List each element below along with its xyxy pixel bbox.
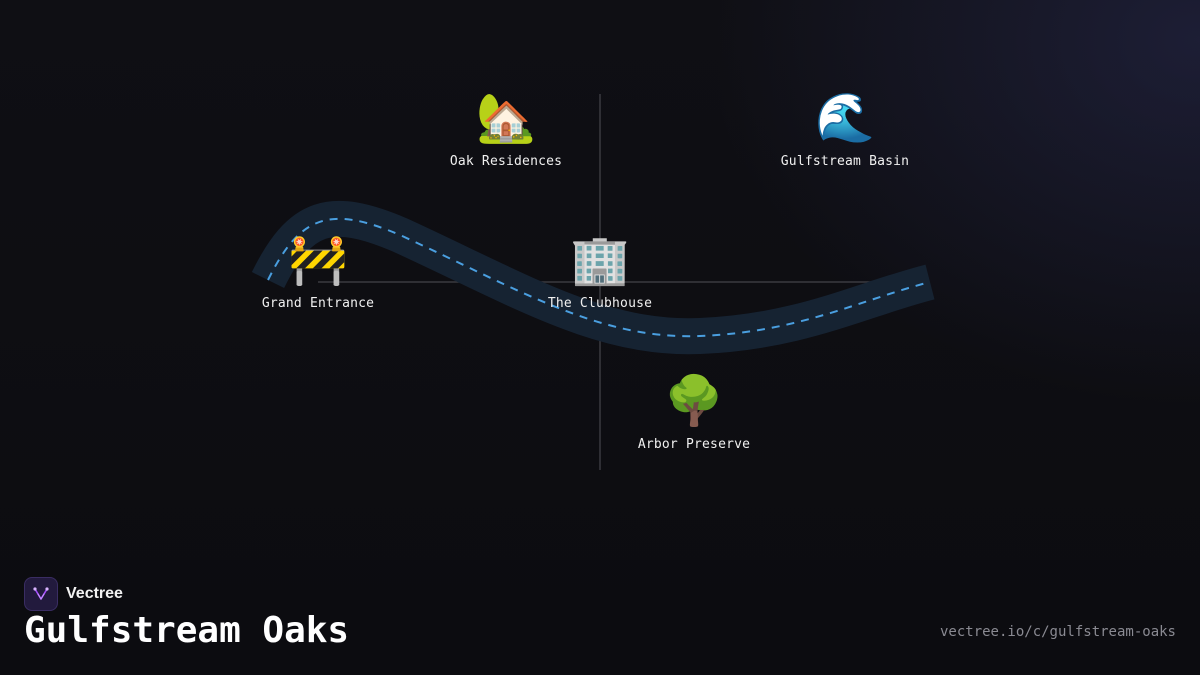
- poi-oak-residences[interactable]: 🏡 Oak Residences: [406, 90, 606, 169]
- water-wave-icon: 🌊: [815, 90, 875, 146]
- road-centerline: [267, 217, 931, 338]
- house-with-garden-icon: 🏡: [476, 90, 536, 146]
- office-building-icon: 🏢: [570, 232, 630, 288]
- construction-barrier-icon: 🚧: [288, 232, 348, 288]
- poi-label: The Clubhouse: [547, 296, 653, 311]
- vectree-logo-icon: [24, 577, 58, 611]
- deciduous-tree-icon: 🌳: [664, 373, 724, 429]
- poi-label: Grand Entrance: [261, 296, 375, 311]
- brand-name: Vectree: [66, 585, 123, 602]
- poi-the-clubhouse[interactable]: 🏢 The Clubhouse: [500, 232, 700, 311]
- poi-label: Oak Residences: [449, 154, 563, 169]
- page-title: Gulfstream Oaks: [24, 610, 350, 651]
- poi-gulfstream-basin[interactable]: 🌊 Gulfstream Basin: [745, 90, 945, 169]
- poi-label: Arbor Preserve: [637, 437, 751, 452]
- poi-label: Gulfstream Basin: [780, 154, 910, 169]
- brand[interactable]: Vectree: [24, 577, 123, 611]
- poi-arbor-preserve[interactable]: 🌳 Arbor Preserve: [594, 373, 794, 452]
- poi-grand-entrance[interactable]: 🚧 Grand Entrance: [218, 232, 418, 311]
- page-url[interactable]: vectree.io/c/gulfstream-oaks: [939, 624, 1176, 640]
